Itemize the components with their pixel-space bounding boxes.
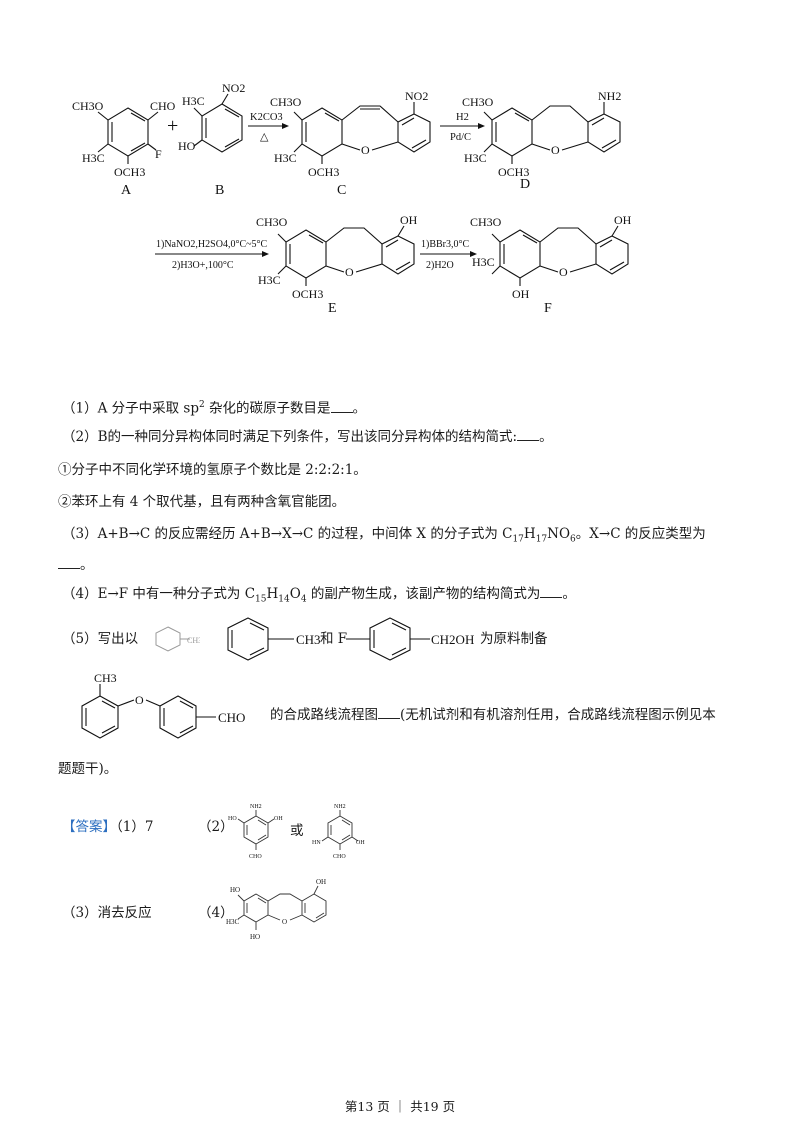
compound-a <box>97 107 159 164</box>
d-ring-o: O <box>551 143 560 157</box>
arrowhead-e-f <box>470 251 477 257</box>
compound-b <box>193 93 243 153</box>
ans2a-oh: OH <box>274 816 283 822</box>
answer-4-label: （4） <box>198 905 234 921</box>
a-group-f: F <box>155 147 162 161</box>
arrowhead-c-d <box>478 123 485 129</box>
reaction-scheme: CH3O CHO F H3C OCH3 A + H3C NO2 HO B K2C… <box>72 81 632 316</box>
e-group-ch3o: CH3O <box>256 215 288 229</box>
reagent-bbr3: 1)BBr3,0°C <box>421 239 469 250</box>
ans4-h3c: H3C <box>226 918 240 926</box>
toluene-ch3: CH3 <box>187 636 200 645</box>
reagent-heat: △ <box>260 131 269 143</box>
d-group-och3: OCH3 <box>498 165 529 179</box>
benzyl-alcohol-structure: CH2OH <box>346 617 474 661</box>
target-ch3: CH3 <box>94 671 117 685</box>
ans2b-hn: HN <box>312 840 321 846</box>
compound-e <box>277 225 415 286</box>
reagent-h2o: 2)H2O <box>426 260 454 271</box>
ans4-ring-o: O <box>282 918 287 926</box>
d-group-nh2: NH2 <box>598 89 621 103</box>
ans2b-nh2: NH2 <box>334 804 346 810</box>
label-f: F <box>544 301 552 316</box>
ans4-oh: OH <box>316 878 326 886</box>
question-3: （3）A+B→C 的反应需经历 A+B→X→C 的过程，中间体 X 的分子式为 … <box>62 526 706 545</box>
target-cho: CHO <box>218 710 245 725</box>
question-5-prefix: （5）写出以 <box>62 631 139 647</box>
f-ring-o: O <box>559 265 568 279</box>
condition-1: ①分子中不同化学环境的氢原子个数比是 2:2:2:1。 <box>58 462 367 478</box>
b-group-ho: HO <box>178 139 196 153</box>
answer-2-or: 或 <box>290 823 304 839</box>
label-b: B <box>215 183 224 198</box>
e-group-och3: OCH3 <box>292 287 323 301</box>
question-5-prepare: 为原料制备 <box>480 631 548 647</box>
toluene-structure-large: CH3 <box>227 617 321 661</box>
c-group-ch3o: CH3O <box>270 95 302 109</box>
d-group-ch3o: CH3O <box>462 95 494 109</box>
toluene-structure: CH3 <box>155 626 200 652</box>
benzyl-ch2oh-label: CH2OH <box>431 632 474 647</box>
c-ring-o: O <box>361 143 370 157</box>
e-group-oh: OH <box>400 213 418 227</box>
target-product-structure: CH3 O CHO <box>81 671 245 739</box>
plus-sign: + <box>167 115 178 137</box>
reagent-h2: H2 <box>456 112 469 123</box>
compound-c <box>293 102 431 164</box>
reagent-k2co3: K2CO3 <box>250 112 283 123</box>
compound-d <box>483 102 621 164</box>
label-e: E <box>328 301 337 316</box>
answer-line-1: 【答案】（1）7 <box>62 819 154 835</box>
f-group-oh-bottom: OH <box>512 287 530 301</box>
f-group-oh-top: OH <box>614 213 632 227</box>
d-group-h3c: H3C <box>464 151 487 165</box>
arrowhead-d-e <box>262 251 269 257</box>
a-group-ch3o: CH3O <box>72 99 104 113</box>
c-group-och3: OCH3 <box>308 165 339 179</box>
question-4: （4）E→F 中有一种分子式为 C15H14O4 的副产物生成，该副产物的结构简… <box>62 586 576 605</box>
reagent-h3o: 2)H3O+,100°C <box>172 260 234 271</box>
answer-4-structure: HO OH H3C O HO <box>226 878 327 941</box>
ans2a-cho: CHO <box>249 854 262 860</box>
answer-tag: 【答案】 <box>62 819 116 835</box>
ans2a-ho: HO <box>228 816 237 822</box>
condition-2: ②苯环上有 4 个取代基，且有两种含氧官能团。 <box>58 494 346 510</box>
compound-f <box>491 225 629 286</box>
b-group-no2: NO2 <box>222 81 245 95</box>
answer-3: （3）消去反应 <box>62 905 152 921</box>
arrowhead-ab-c <box>282 123 289 129</box>
ans4-ho-bottom: HO <box>250 933 260 941</box>
question-5-route: 的合成路线流程图(无机试剂和有机溶剂任用，合成路线流程图示例见本 <box>270 707 716 723</box>
a-group-h3c: H3C <box>82 151 105 165</box>
question-1: （1）A 分子中采取 sp2 杂化的碳原子数目是。 <box>62 400 367 417</box>
question-5-end: 题题干)。 <box>58 761 118 777</box>
ans4-ho-top: HO <box>230 886 240 894</box>
reagent-nano2: 1)NaNO2,H2SO4,0°C~5°C <box>156 239 268 250</box>
e-ring-o: O <box>345 265 354 279</box>
target-o: O <box>135 693 144 707</box>
label-d: D <box>520 177 530 192</box>
f-group-ch3o: CH3O <box>470 215 502 229</box>
ans2b-oh: OH <box>356 840 365 846</box>
reagent-pdc: Pd/C <box>450 132 471 143</box>
question-2: （2）B的一种同分异构体同时满足下列条件，写出该同分异构体的结构简式:。 <box>62 429 553 445</box>
f-group-h3c: H3C <box>472 255 495 269</box>
c-group-no2: NO2 <box>405 89 428 103</box>
answer-2-structure-2: NH2 HN OH CHO <box>312 804 365 860</box>
ans2a-nh2: NH2 <box>250 804 262 810</box>
question-5-and-f: 和 F <box>320 631 348 647</box>
answer-2-structure-1: NH2 HO OH CHO <box>228 804 283 860</box>
c-group-h3c: H3C <box>274 151 297 165</box>
answer-2-label: （2） <box>198 819 234 835</box>
toluene-ch3-label: CH3 <box>296 632 321 647</box>
a-group-cho: CHO <box>150 99 176 113</box>
a-group-och3: OCH3 <box>114 165 145 179</box>
page-footer: 第13 页 ｜ 共19 页 <box>344 1099 456 1114</box>
b-group-h3c: H3C <box>182 94 205 108</box>
ans2b-cho: CHO <box>333 854 346 860</box>
label-a: A <box>121 183 132 198</box>
e-group-h3c: H3C <box>258 273 281 287</box>
label-c: C <box>337 183 346 198</box>
question-3-line-2: 。 <box>58 556 94 574</box>
